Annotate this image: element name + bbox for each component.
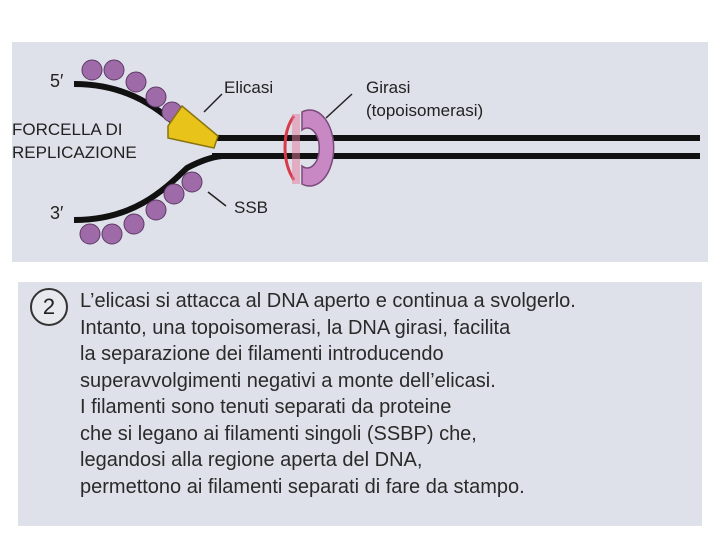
caption-line: legandosi alla regione aperta del DNA,	[80, 449, 423, 471]
caption-line: superavvolgimenti negativi a monte dell’…	[80, 369, 496, 392]
helicase-protein	[167, 104, 219, 149]
helicase-label: Elicasi	[224, 78, 274, 97]
diagram-graphic	[73, 59, 700, 245]
gyrase-leader-line	[325, 93, 353, 119]
caption-line: I filamenti sono tenuti separati da prot…	[80, 396, 452, 418]
caption-text: L’elicasi si attacca al DNA aperto e con…	[80, 288, 698, 500]
caption-line: Intanto, una topoisomerasi, la DNA giras…	[80, 316, 511, 339]
ssb-leader-line	[207, 191, 227, 207]
caption-line: L’elicasi si attacca al DNA aperto e con…	[80, 290, 576, 312]
gyrase-protein	[283, 109, 335, 187]
gyrase-label-line1: Girasi	[366, 78, 411, 97]
ssb-proteins-upper	[81, 59, 183, 123]
caption-line: la separazione dei filamenti introducend…	[80, 343, 444, 365]
three-prime-label: 3′	[50, 203, 64, 223]
ssb-proteins-lower	[79, 171, 203, 245]
fork-label-line1: FORCELLA DI	[12, 120, 123, 139]
helicase-leader-line	[203, 93, 223, 113]
five-prime-label: 5′	[50, 71, 64, 91]
caption-panel: 2 L’elicasi si attacca al DNA aperto e c…	[18, 282, 702, 526]
caption-line: permettono ai filamenti separati di fare…	[80, 475, 525, 498]
fork-label-line2: REPLICAZIONE	[12, 143, 137, 162]
step-number-badge: 2	[30, 288, 68, 326]
caption-line: che si legano ai filamenti singoli (SSBP…	[80, 422, 477, 445]
gyrase-label-line2: (topoisomerasi)	[366, 101, 484, 120]
ssb-label: SSB	[234, 198, 269, 217]
replication-fork-diagram: 5′ 3′ FORCELLA DI REPLICAZIONE Elicasi G…	[12, 42, 708, 262]
